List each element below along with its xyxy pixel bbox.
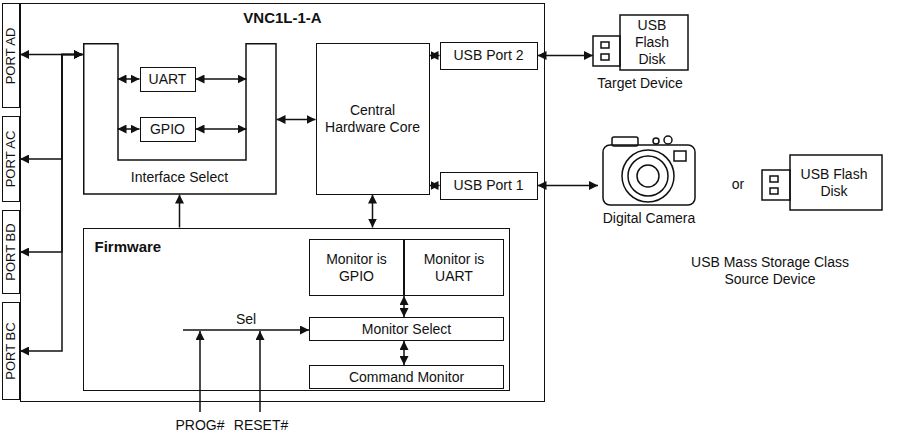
digital-camera: Digital Camera xyxy=(598,130,700,228)
prog-wire xyxy=(199,331,201,412)
connector-arrow xyxy=(20,55,83,253)
plug-contact xyxy=(770,188,778,194)
connector-arrow xyxy=(196,78,247,80)
camera-lens xyxy=(628,156,668,196)
annotation-label: RESET# xyxy=(228,417,294,434)
usb-port-box: USB Port 1 xyxy=(440,172,538,200)
flash-body xyxy=(620,15,688,70)
chip-block: UART GPIO Interface Select Central Hardware… xyxy=(20,3,545,402)
reset-wire xyxy=(259,331,261,412)
firmware-block: Monitor is GPIO Monitor is UART Monitor Se… xyxy=(83,228,510,391)
connector-arrow xyxy=(372,195,374,228)
camera-lens xyxy=(637,165,659,187)
port-connector: PORT BC xyxy=(2,302,20,400)
camera-body xyxy=(603,145,695,205)
core-block: Central Hardware Core xyxy=(316,43,430,195)
port-label: PORT BD xyxy=(3,223,19,280)
annotation-label: Target Device xyxy=(588,75,692,92)
monitor-box: Monitor is GPIO xyxy=(309,239,404,296)
monitor-select-box: Monitor Select xyxy=(309,317,504,341)
node-label: Monitor Select xyxy=(362,321,451,338)
command-monitor-box: Command Monitor xyxy=(309,365,504,389)
flash-plug xyxy=(762,170,790,200)
port-connector: PORT BD xyxy=(2,210,20,294)
connector-arrow xyxy=(538,55,594,57)
node-label: Monitor is GPIO xyxy=(315,251,398,285)
port-label: PORT AC xyxy=(3,131,19,188)
usb-port-box: USB Port 2 xyxy=(440,42,538,70)
node-label: Central Hardware Core xyxy=(322,102,424,136)
node-label: GPIO xyxy=(150,121,185,138)
connector-arrow xyxy=(118,128,140,130)
flash-body xyxy=(790,155,882,210)
port-connector: PORT AD xyxy=(2,3,20,108)
connector-arrow xyxy=(403,296,405,317)
camera-button xyxy=(653,138,659,144)
block-heading: VNC1L-1-A xyxy=(27,9,538,27)
connector-arrow xyxy=(20,55,83,352)
node-label: Command Monitor xyxy=(349,369,464,386)
connector-arrow xyxy=(20,55,83,160)
node-label: USB Flash Disk xyxy=(790,166,878,200)
connector-arrow xyxy=(430,185,440,187)
node-label: Interface Select xyxy=(131,169,228,186)
node-label: USB Port 2 xyxy=(453,47,523,64)
plug-contact xyxy=(770,176,778,182)
plug-contact xyxy=(601,54,609,60)
connector-arrow xyxy=(538,185,599,187)
camera-flash xyxy=(674,151,686,161)
uart-block: UART xyxy=(140,67,196,92)
connector-arrow xyxy=(430,55,440,57)
camera-grip xyxy=(612,137,638,146)
connector-arrow xyxy=(118,78,140,80)
node-label: USB Flash Disk xyxy=(620,17,684,67)
camera-lens xyxy=(622,150,674,202)
port-label: PORT AD xyxy=(3,27,19,84)
gpio-block: GPIO xyxy=(140,117,196,142)
node-label: Digital Camera xyxy=(603,210,696,227)
annotation-label: PROG# xyxy=(170,417,230,434)
monitor-box: Monitor is UART xyxy=(404,239,504,296)
u-outline-path xyxy=(83,43,275,193)
connector-arrow xyxy=(403,341,405,365)
annotation-label: USB Mass Storage Class Source Device xyxy=(690,254,850,288)
camera-button xyxy=(664,136,672,144)
plug-contact xyxy=(601,42,609,48)
connector-arrow xyxy=(196,128,247,130)
flash-plug xyxy=(593,36,620,66)
block-heading: Firmware xyxy=(95,238,498,256)
node-label: Monitor is UART xyxy=(410,251,498,285)
node-label: UART xyxy=(149,71,187,88)
flash-disk: USB Flash Disk xyxy=(762,155,882,210)
node-label: USB Port 1 xyxy=(453,177,523,194)
sel-wire xyxy=(183,329,309,331)
connector-arrow xyxy=(277,119,316,121)
flash-disk: USB Flash Disk xyxy=(593,15,688,70)
connector-arrow xyxy=(179,195,181,228)
interface-select-block: UART GPIO Interface Select xyxy=(83,43,277,195)
annotation-label: or xyxy=(728,176,748,193)
annotation-label: Sel xyxy=(233,311,259,328)
port-connector: PORT AC xyxy=(2,116,20,202)
port-label: PORT BC xyxy=(3,322,19,379)
